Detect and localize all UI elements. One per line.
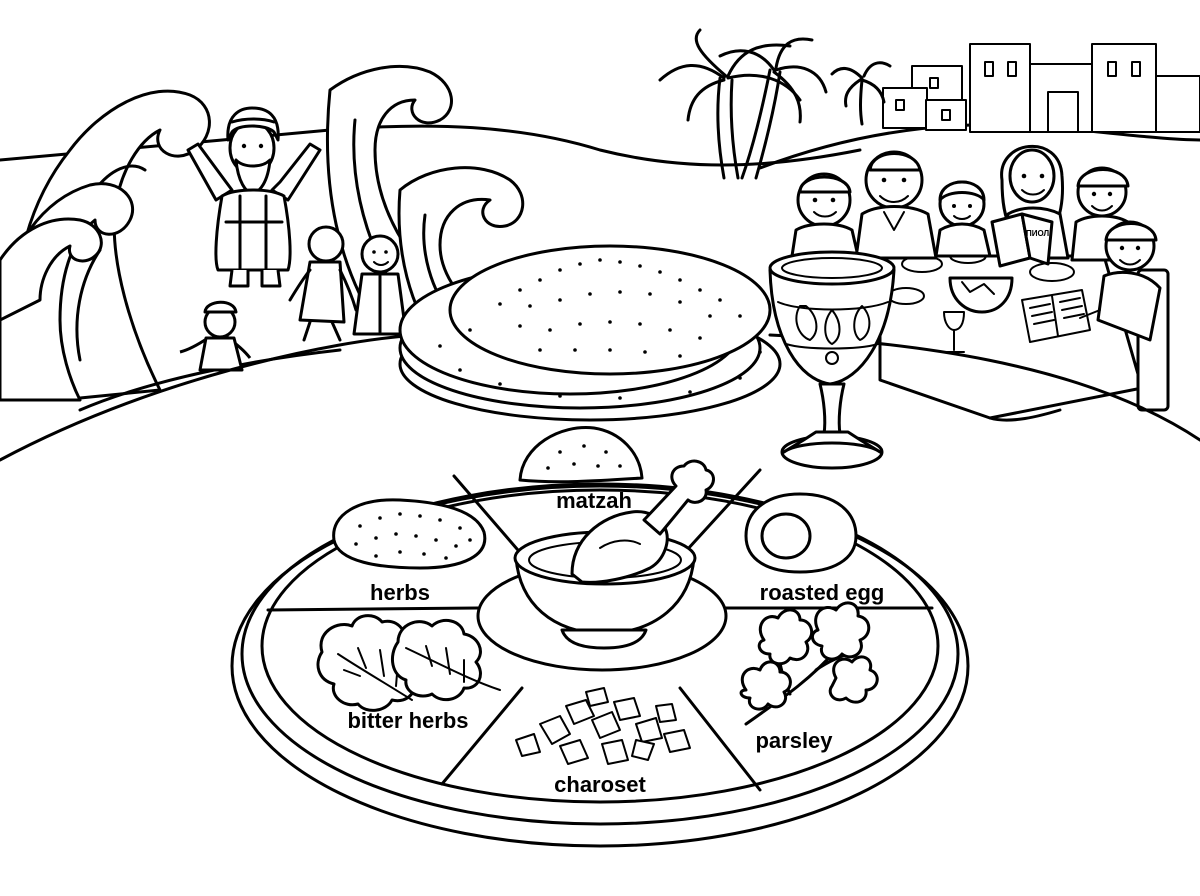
shank-bone-icon bbox=[513, 459, 715, 650]
label-charoset: charoset bbox=[554, 772, 646, 797]
child-figure-icon bbox=[179, 225, 408, 372]
lettuce-icon bbox=[316, 614, 501, 712]
matzah-piece-icon bbox=[518, 426, 644, 484]
palm-tree-icon bbox=[658, 28, 892, 180]
family-members: ПИОЛ bbox=[790, 144, 1162, 342]
city-wall-icon bbox=[882, 43, 1200, 133]
label-herbs: herbs bbox=[370, 580, 430, 605]
kiddush-cup-icon bbox=[768, 250, 896, 470]
label-matzah: matzah bbox=[556, 488, 632, 513]
label-bitter-herbs: bitter herbs bbox=[347, 708, 468, 733]
label-roasted-egg: roasted egg bbox=[760, 580, 885, 605]
book-label: ПИОЛ bbox=[1026, 229, 1050, 238]
waves-icon bbox=[0, 65, 525, 412]
parsley-icon bbox=[739, 601, 879, 726]
charoset-icon bbox=[515, 687, 691, 765]
herbs-icon bbox=[332, 498, 487, 570]
label-parsley: parsley bbox=[755, 728, 833, 753]
book-icon: ПИОЛ bbox=[990, 212, 1054, 268]
matzah-stack-icon bbox=[398, 244, 782, 422]
moses-figure-icon bbox=[186, 106, 322, 288]
egg-icon bbox=[744, 492, 858, 574]
